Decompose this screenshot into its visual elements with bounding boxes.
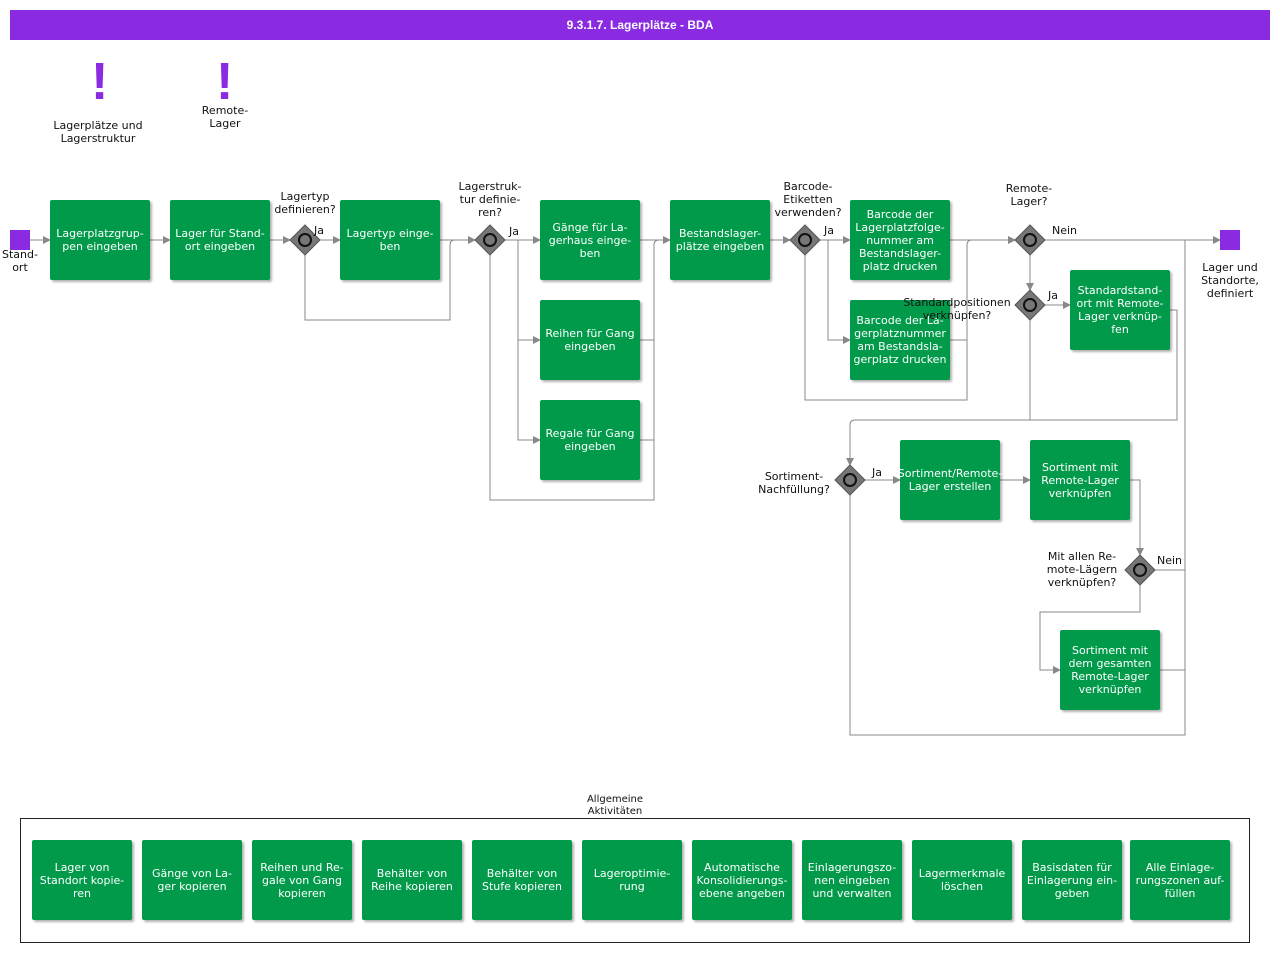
note-label-remote: Remote-Lager [201, 104, 249, 130]
general-task[interactable]: Lager von Standort kopie-ren [32, 840, 132, 920]
task-lager-standort[interactable]: Lager für Stand-ort eingeben [170, 200, 270, 280]
gateway-label-standard: Standardpositionen verknüpfen? [903, 296, 1011, 322]
flow-label-ja: Ja [509, 225, 519, 238]
start-event[interactable] [10, 230, 30, 250]
task-lagerplatzgruppen[interactable]: Lagerplatzgrup-pen eingeben [50, 200, 150, 280]
task-gaenge[interactable]: Gänge für La-gerhaus einge-ben [540, 200, 640, 280]
gateway-remote[interactable] [1014, 224, 1046, 256]
task-sortiment-verknuepfen[interactable]: Sortiment mit Remote-Lager verknüpfen [1030, 440, 1130, 520]
general-task[interactable]: Lagermerkmale löschen [912, 840, 1012, 920]
general-task[interactable]: Behälter von Stufe kopieren [472, 840, 572, 920]
end-event[interactable] [1220, 230, 1240, 250]
flow-label-nein: Nein [1157, 554, 1183, 567]
task-regale[interactable]: Regale für Gang eingeben [540, 400, 640, 480]
general-activities-frame [20, 818, 1250, 943]
general-task[interactable]: Reihen und Re-gale von Gang kopieren [252, 840, 352, 920]
start-event-label: Stand-ort [2, 248, 38, 274]
task-sortiment-erstellen[interactable]: Sortiment/Remote-Lager erstellen [898, 440, 1002, 520]
general-task[interactable]: Einlagerungszo-nen eingeben und verwalte… [802, 840, 902, 920]
general-task[interactable]: Behälter von Reihe kopieren [362, 840, 462, 920]
gateway-label-remote: Remote-Lager? [1005, 182, 1053, 208]
task-barcode-nummer[interactable]: Barcode der La-gerplatznummer am Bestand… [850, 300, 950, 380]
gateway-barcode[interactable] [789, 224, 821, 256]
general-task[interactable]: Lageroptimie-rung [582, 840, 682, 920]
end-event-label: Lager und Standorte, definiert [1201, 261, 1259, 300]
note-label-lagerplaetze: Lagerplätze und Lagerstruktur [53, 119, 143, 145]
task-bestandslager[interactable]: Bestandslager-plätze eingeben [670, 200, 770, 280]
flow-label-ja: Ja [1048, 289, 1058, 302]
general-task[interactable]: Basisdaten für Einlagerung ein-geben [1022, 840, 1122, 920]
gateway-alle-remote[interactable] [1124, 554, 1156, 586]
task-lagertyp[interactable]: Lagertyp einge-ben [340, 200, 440, 280]
gateway-label-barcode: Barcode-Etiketten verwenden? [774, 180, 842, 219]
exclamation-icon: ! [91, 53, 109, 111]
exclamation-icon: ! [216, 53, 234, 111]
flow-label-nein: Nein [1052, 224, 1078, 237]
task-barcode-folge[interactable]: Barcode der Lagerplatzfolge-nummer am Be… [850, 200, 950, 280]
general-task[interactable]: Gänge von La-ger kopieren [142, 840, 242, 920]
gateway-label-sortiment: Sortiment-Nachfüllung? [758, 470, 830, 496]
task-reihen[interactable]: Reihen für Gang eingeben [540, 300, 640, 380]
general-activities-title: Allgemeine Aktivitäten [586, 794, 644, 816]
task-standard-remote[interactable]: Standardstand-ort mit Remote-Lager verkn… [1070, 270, 1170, 350]
task-sortiment-gesamt[interactable]: Sortiment mit dem gesamten Remote-Lager … [1060, 630, 1160, 710]
gateway-standard[interactable] [1014, 289, 1046, 321]
diagram-title: 9.3.1.7. Lagerplätze - BDA [10, 10, 1270, 40]
general-task[interactable]: Alle Einlage-rungszonen auf-füllen [1130, 840, 1230, 920]
flow-label-ja: Ja [314, 224, 324, 237]
gateway-lagertyp[interactable] [289, 224, 321, 256]
gateway-label-lagertyp: Lagertyp definieren? [274, 190, 336, 216]
general-task[interactable]: Automatische Konsolidierungs-ebene angeb… [692, 840, 792, 920]
gateway-sortiment[interactable] [834, 464, 866, 496]
gateway-label-alle-remote: Mit allen Re-mote-Lägern verknüpfen? [1046, 550, 1118, 589]
flow-label-ja: Ja [824, 224, 834, 237]
flow-label-ja: Ja [872, 466, 882, 479]
gateway-label-lagerstruktur: Lagerstruk-tur definie-ren? [458, 180, 522, 219]
gateway-lagerstruktur[interactable] [474, 224, 506, 256]
